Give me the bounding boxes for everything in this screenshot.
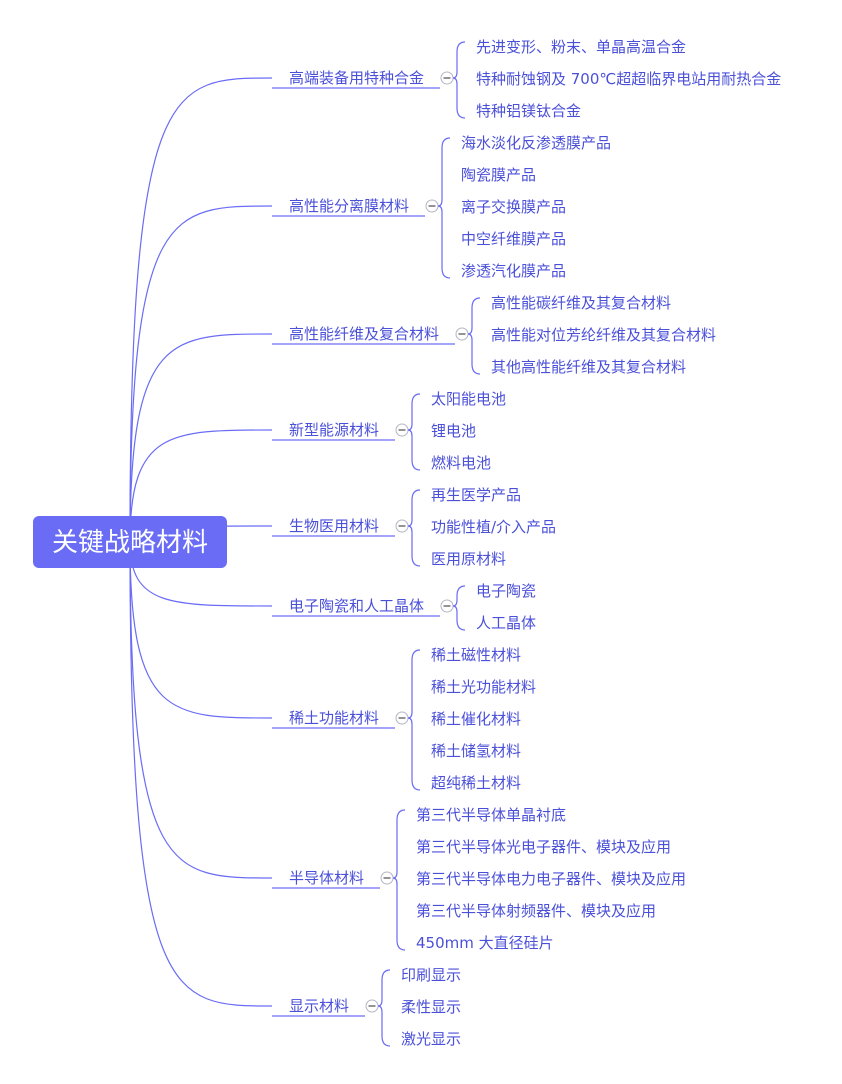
collapse-toggle-icon[interactable]	[425, 199, 439, 213]
leaf-item[interactable]: 第三代半导体电力电子器件、模块及应用	[416, 870, 686, 888]
leaf-item[interactable]: 激光显示	[401, 1030, 461, 1048]
leaf-item[interactable]: 第三代半导体射频器件、模块及应用	[416, 902, 656, 920]
brace-connector	[407, 489, 421, 567]
connector-curve	[129, 333, 273, 543]
branch-node[interactable]: 高性能分离膜材料 海水淡化反渗透膜产品陶瓷膜产品离子交换膜产品中空纤维膜产品渗透汽…	[272, 134, 611, 280]
leaf-item[interactable]: 稀土储氢材料	[431, 742, 521, 760]
leaf-item[interactable]: 其他高性能纤维及其复合材料	[491, 358, 686, 376]
branch-label: 稀土功能材料	[289, 709, 379, 727]
branch-label: 电子陶瓷和人工晶体	[289, 597, 424, 615]
leaf-item[interactable]: 燃料电池	[431, 454, 491, 472]
leaf-item[interactable]: 第三代半导体光电子器件、模块及应用	[416, 838, 671, 856]
leaf-item[interactable]: 高性能对位芳纶纤维及其复合材料	[491, 326, 716, 344]
root-node-label: 关键战略材料	[52, 528, 208, 558]
leaf-item[interactable]: 先进变形、粉末、单晶高温合金	[476, 38, 686, 56]
leaf-item[interactable]: 特种铝镁钛合金	[476, 102, 581, 120]
branch-node[interactable]: 高性能纤维及复合材料 高性能碳纤维及其复合材料高性能对位芳纶纤维及其复合材料其他高…	[272, 294, 716, 376]
root-node-box	[33, 516, 227, 568]
connector-curve	[129, 541, 273, 879]
collapse-toggle-icon[interactable]	[380, 871, 394, 885]
leaf-item[interactable]: 医用原材料	[431, 550, 506, 568]
leaf-item[interactable]: 稀土催化材料	[431, 710, 521, 728]
leaf-item[interactable]: 第三代半导体单晶衬底	[416, 806, 566, 824]
collapse-toggle-icon[interactable]	[455, 327, 469, 341]
collapse-toggle-icon[interactable]	[440, 71, 454, 85]
leaf-item[interactable]: 中空纤维膜产品	[461, 230, 566, 248]
branch-node[interactable]: 半导体材料 第三代半导体单晶衬底第三代半导体光电子器件、模块及应用第三代半导体电力…	[272, 806, 686, 952]
branch-label: 半导体材料	[289, 869, 364, 887]
branch-label: 高性能纤维及复合材料	[289, 325, 439, 343]
brace-connector	[452, 41, 466, 119]
leaf-item[interactable]: 稀土磁性材料	[431, 646, 521, 664]
connector-curve	[129, 429, 273, 543]
leaf-item[interactable]: 超纯稀土材料	[431, 774, 521, 792]
leaf-item[interactable]: 450mm 大直径硅片	[416, 934, 554, 952]
brace-connector	[407, 393, 421, 471]
branch-label: 显示材料	[289, 997, 349, 1015]
leaf-item[interactable]: 特种耐蚀钢及 700℃超超临界电站用耐热合金	[476, 70, 781, 88]
leaf-item[interactable]: 锂电池	[431, 422, 476, 440]
leaf-item[interactable]: 陶瓷膜产品	[461, 166, 536, 184]
leaf-item[interactable]: 稀土光功能材料	[431, 678, 536, 696]
branch-label: 新型能源材料	[289, 421, 379, 439]
leaf-item[interactable]: 人工晶体	[476, 614, 536, 632]
brace-connector	[437, 137, 451, 279]
collapse-toggle-icon[interactable]	[395, 711, 409, 725]
brace-connector	[452, 585, 466, 631]
leaf-item[interactable]: 柔性显示	[401, 998, 461, 1016]
branch-label: 高性能分离膜材料	[289, 197, 409, 215]
leaf-item[interactable]: 海水淡化反渗透膜产品	[461, 134, 611, 152]
connector-curve	[129, 205, 273, 543]
brace-connector	[467, 297, 481, 375]
connector-curve	[129, 77, 273, 543]
leaf-item[interactable]: 印刷显示	[401, 966, 461, 984]
leaf-item[interactable]: 太阳能电池	[431, 390, 506, 408]
collapse-toggle-icon[interactable]	[395, 519, 409, 533]
brace-connector	[377, 969, 391, 1047]
branch-label: 生物医用材料	[289, 517, 379, 535]
connector-curve	[129, 541, 273, 719]
leaf-item[interactable]: 渗透汽化膜产品	[461, 262, 566, 280]
root-node[interactable]: 关键战略材料	[33, 516, 227, 568]
collapse-toggle-icon[interactable]	[365, 999, 379, 1013]
collapse-toggle-icon[interactable]	[440, 599, 454, 613]
brace-connector	[392, 809, 406, 951]
leaf-item[interactable]: 离子交换膜产品	[461, 198, 566, 216]
leaf-item[interactable]: 电子陶瓷	[476, 582, 536, 600]
branch-label: 高端装备用特种合金	[289, 69, 424, 87]
leaf-item[interactable]: 高性能碳纤维及其复合材料	[491, 294, 671, 312]
leaf-item[interactable]: 再生医学产品	[431, 486, 521, 504]
connector-curve	[129, 541, 273, 1007]
brace-connector	[407, 649, 421, 791]
collapse-toggle-icon[interactable]	[395, 423, 409, 437]
leaf-item[interactable]: 功能性植/介入产品	[431, 518, 556, 536]
